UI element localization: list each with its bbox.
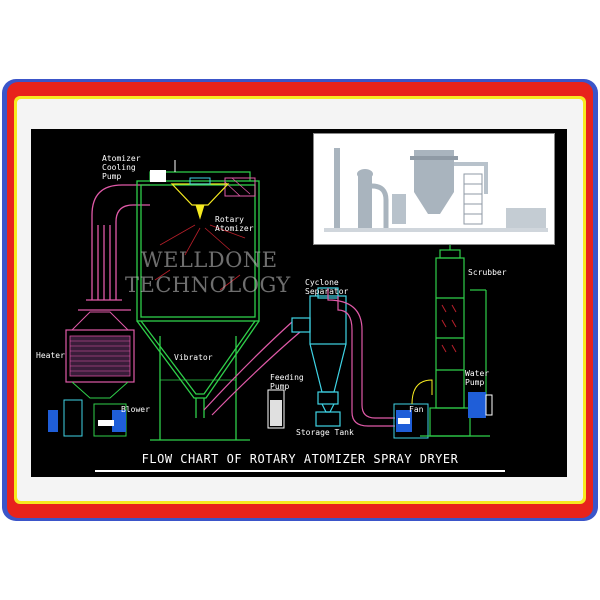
scrubber-packing	[441, 304, 457, 353]
label-storage-tank: Storage Tank	[296, 428, 354, 437]
label-feeding-pump: Feeding Pump	[270, 373, 304, 391]
fan-unit	[393, 379, 433, 439]
label-rotary-atomizer: Rotary Atomizer	[215, 215, 254, 233]
equipment-photo-image	[314, 134, 554, 244]
rotary-atomizer-unit	[149, 160, 256, 220]
label-water-pump: Water Pump	[465, 369, 490, 387]
watermark-line-1: WELLDONE	[141, 248, 278, 272]
drying-chamber	[136, 180, 260, 441]
equipment-photo	[313, 133, 555, 245]
heater-unit	[65, 311, 135, 399]
feeding-pump-unit	[267, 389, 285, 429]
cyclone-exhaust-duct	[327, 288, 395, 427]
label-blower: Blower	[121, 405, 150, 414]
water-pump-unit	[468, 392, 493, 418]
blower-unit	[48, 399, 127, 437]
label-scrubber: Scrubber	[468, 268, 507, 277]
label-fan: Fan	[409, 405, 424, 414]
diagram-title: FLOW CHART OF ROTARY ATOMIZER SPRAY DRYE…	[141, 452, 459, 466]
label-cyclone-separator: Cyclone Separator	[305, 278, 349, 296]
outlet-duct	[203, 321, 301, 416]
hot-air-duct	[78, 184, 150, 311]
title-underline	[95, 470, 505, 472]
label-vibrator: Vibrator	[174, 353, 213, 362]
label-heater: Heater	[36, 351, 65, 360]
scrubber-tower	[420, 240, 490, 437]
label-atomizer-cooling-pump: Atomizer Cooling Pump	[102, 154, 141, 181]
watermark-line-2: TECHNOLOGY	[125, 273, 291, 297]
spray-pattern	[154, 224, 246, 291]
